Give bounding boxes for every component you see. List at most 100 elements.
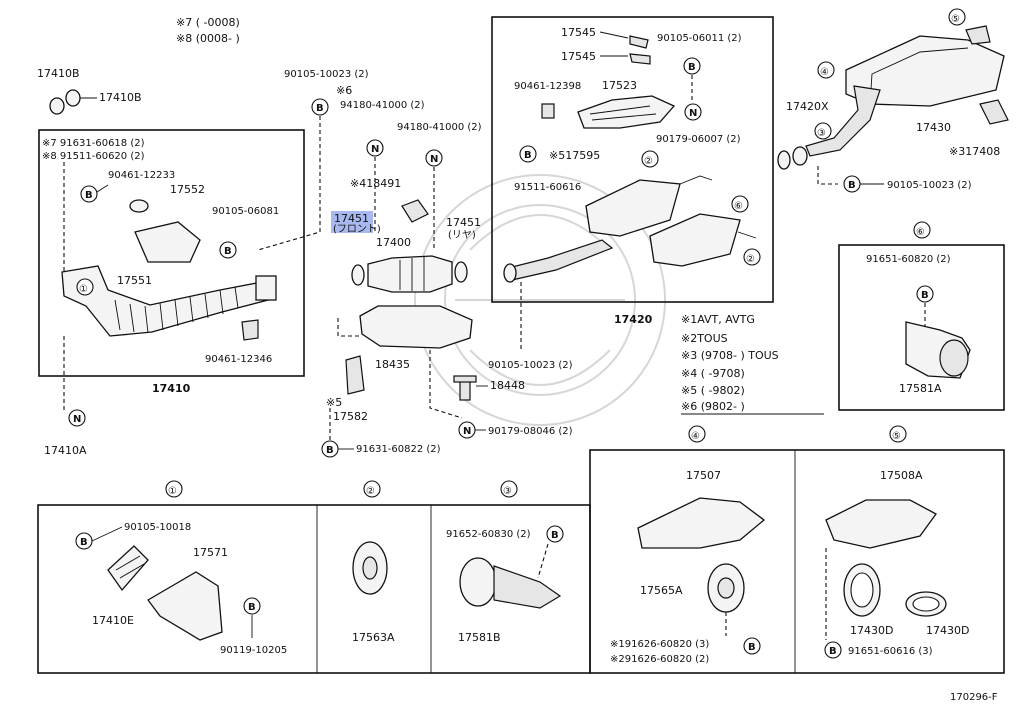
center-pipe-section: 17545 17545 90105-06011 (2) B 90461-1239… xyxy=(488,16,774,371)
heat-shield-17410E xyxy=(107,545,149,592)
label-17451-rear-sub: (リヤ) xyxy=(448,230,476,241)
label-90179-08046: 90179-08046 (2) xyxy=(488,426,573,437)
label-17410B: 17410B xyxy=(37,67,80,80)
note-8: ※8 (0008- ) xyxy=(176,32,240,45)
bracket-17507 xyxy=(637,497,766,549)
legend-1: ※1AVT, AVTG xyxy=(681,313,755,326)
label-94180-a: 94180-41000 (2) xyxy=(340,100,425,111)
mount-17581B xyxy=(459,557,497,607)
label-90461-12398: 90461-12398 xyxy=(514,81,581,92)
detail-box-4: ④ 17507 17565A ※191626-60820 (3) ※291626… xyxy=(589,425,1005,674)
label-17563A: 17563A xyxy=(352,631,395,644)
marker-b xyxy=(80,185,98,203)
center-pipe-inlet xyxy=(507,239,614,281)
svg-text:①: ① xyxy=(168,486,177,497)
gasket-17410B-a xyxy=(49,97,65,115)
svg-text:③: ③ xyxy=(817,128,826,139)
label-17545-b: 17545 xyxy=(561,50,596,63)
bottom-frame xyxy=(37,504,591,674)
label-90105-10023-b: 90105-10023 (2) xyxy=(488,360,573,371)
heat-insulator-17523 xyxy=(577,95,676,129)
label-91652-60830: 91652-60830 (2) xyxy=(446,529,531,540)
legend-6: ※6 (9802- ) xyxy=(681,400,745,413)
hanger-17545-a xyxy=(629,35,649,49)
svg-text:N: N xyxy=(371,144,379,155)
label-90461-12233: 90461-12233 xyxy=(108,170,175,181)
note-5-mid: ※5 xyxy=(326,396,342,409)
svg-text:③: ③ xyxy=(503,486,512,497)
label-17581A: 17581A xyxy=(899,382,942,395)
svg-text:N: N xyxy=(430,154,438,165)
label-17571: 17571 xyxy=(193,546,228,559)
bracket-17552 xyxy=(134,221,201,263)
svg-text:B: B xyxy=(248,602,256,613)
catalytic-converter-section: 90105-10023 (2) ※6 B 94180-41000 (2) 941… xyxy=(257,69,573,458)
front-pipe-box xyxy=(38,129,305,377)
detail-box-5: ⑤ 17508A 17430D 17430D B 91651-60616 (3) xyxy=(824,425,969,659)
watermark xyxy=(414,174,666,426)
tail-tip-17408 xyxy=(979,99,1009,125)
label-17410: 17410 xyxy=(152,382,191,395)
label-17451-front-sub: (フロント) xyxy=(333,224,381,235)
svg-text:B: B xyxy=(326,445,334,456)
label-17430D-b: 17430D xyxy=(926,624,969,637)
bracket-17571 xyxy=(147,571,223,641)
label-91626-a: ※191626-60820 (3) xyxy=(610,639,709,650)
label-94180-b: 94180-41000 (2) xyxy=(397,122,482,133)
legend-4: ※4 ( -9708) xyxy=(681,367,745,380)
bottom-detail-boxes: ① ② ③ B 90105-10018 17571 17410E B 90119… xyxy=(37,480,591,674)
svg-text:⑥: ⑥ xyxy=(916,227,925,238)
note-7-bolt: ※7 91631-60618 (2) xyxy=(42,138,145,149)
svg-text:B: B xyxy=(921,290,929,301)
note-7: ※7 ( -0008) xyxy=(176,16,240,29)
svg-text:B: B xyxy=(688,62,696,73)
svg-text:N: N xyxy=(463,426,471,437)
detail-box-6: ⑥ 91651-60820 (2) B 17581A xyxy=(838,221,1005,411)
label-90179-06007: 90179-06007 (2) xyxy=(656,134,741,145)
svg-text:N: N xyxy=(689,108,697,119)
center-muffler-rear xyxy=(649,213,741,267)
svg-text:②: ② xyxy=(746,254,755,265)
label-90119-10205: 90119-10205 xyxy=(220,645,287,656)
label-91651-60616: 91651-60616 (3) xyxy=(848,646,933,657)
main-muffler-section: ⑤ ④ 17430 ※317408 17420X ③ B 90105-10023… xyxy=(777,8,1009,193)
label-17508A: 17508A xyxy=(880,469,923,482)
label-17410E: 17410E xyxy=(92,614,134,627)
legend-2: ※2TOUS xyxy=(681,332,728,345)
diagram-code: 170296-F xyxy=(950,692,998,703)
gasket-17451-rear xyxy=(454,261,468,283)
note-6: ※6 xyxy=(336,84,352,97)
main-muffler-17430 xyxy=(845,35,1005,107)
bracket-17508A xyxy=(825,499,937,549)
svg-text:N: N xyxy=(73,414,81,425)
label-17451-rear: 17451 xyxy=(446,216,481,229)
center-pipe-box xyxy=(491,16,774,303)
svg-text:B: B xyxy=(80,537,88,548)
label-90105-10018: 90105-10018 xyxy=(124,522,191,533)
tail-inlet-pipe xyxy=(805,85,881,157)
label-17581B: 17581B xyxy=(458,631,501,644)
label-18448: 18448 xyxy=(490,379,525,392)
clamp-90461-12346 xyxy=(241,319,259,341)
svg-text:①: ① xyxy=(79,284,88,295)
label-90105-06081: 90105-06081 xyxy=(212,206,279,217)
svg-text:B: B xyxy=(524,150,532,161)
label-17507: 17507 xyxy=(686,469,721,482)
svg-text:B: B xyxy=(316,103,324,114)
highlight-17451 xyxy=(331,211,373,233)
center-muffler-front xyxy=(585,179,681,237)
label-91511-60616: 91511-60616 xyxy=(514,182,581,193)
box-6-frame xyxy=(838,244,1005,411)
gasket-17420X xyxy=(777,150,791,170)
svg-text:②: ② xyxy=(366,486,375,497)
front-pipe-section: 17410B 17410B ※7 91631-60618 (2) ※8 9151… xyxy=(37,67,305,457)
svg-text:B: B xyxy=(224,246,232,257)
svg-text:⑤: ⑤ xyxy=(892,431,901,442)
label-17565A: 17565A xyxy=(640,584,683,597)
label-17410A: 17410A xyxy=(44,444,87,457)
bracket-18491 xyxy=(401,199,429,223)
svg-text:B: B xyxy=(748,642,756,653)
hanger-17545-b xyxy=(629,53,651,65)
label-17430: 17430 xyxy=(916,121,951,134)
